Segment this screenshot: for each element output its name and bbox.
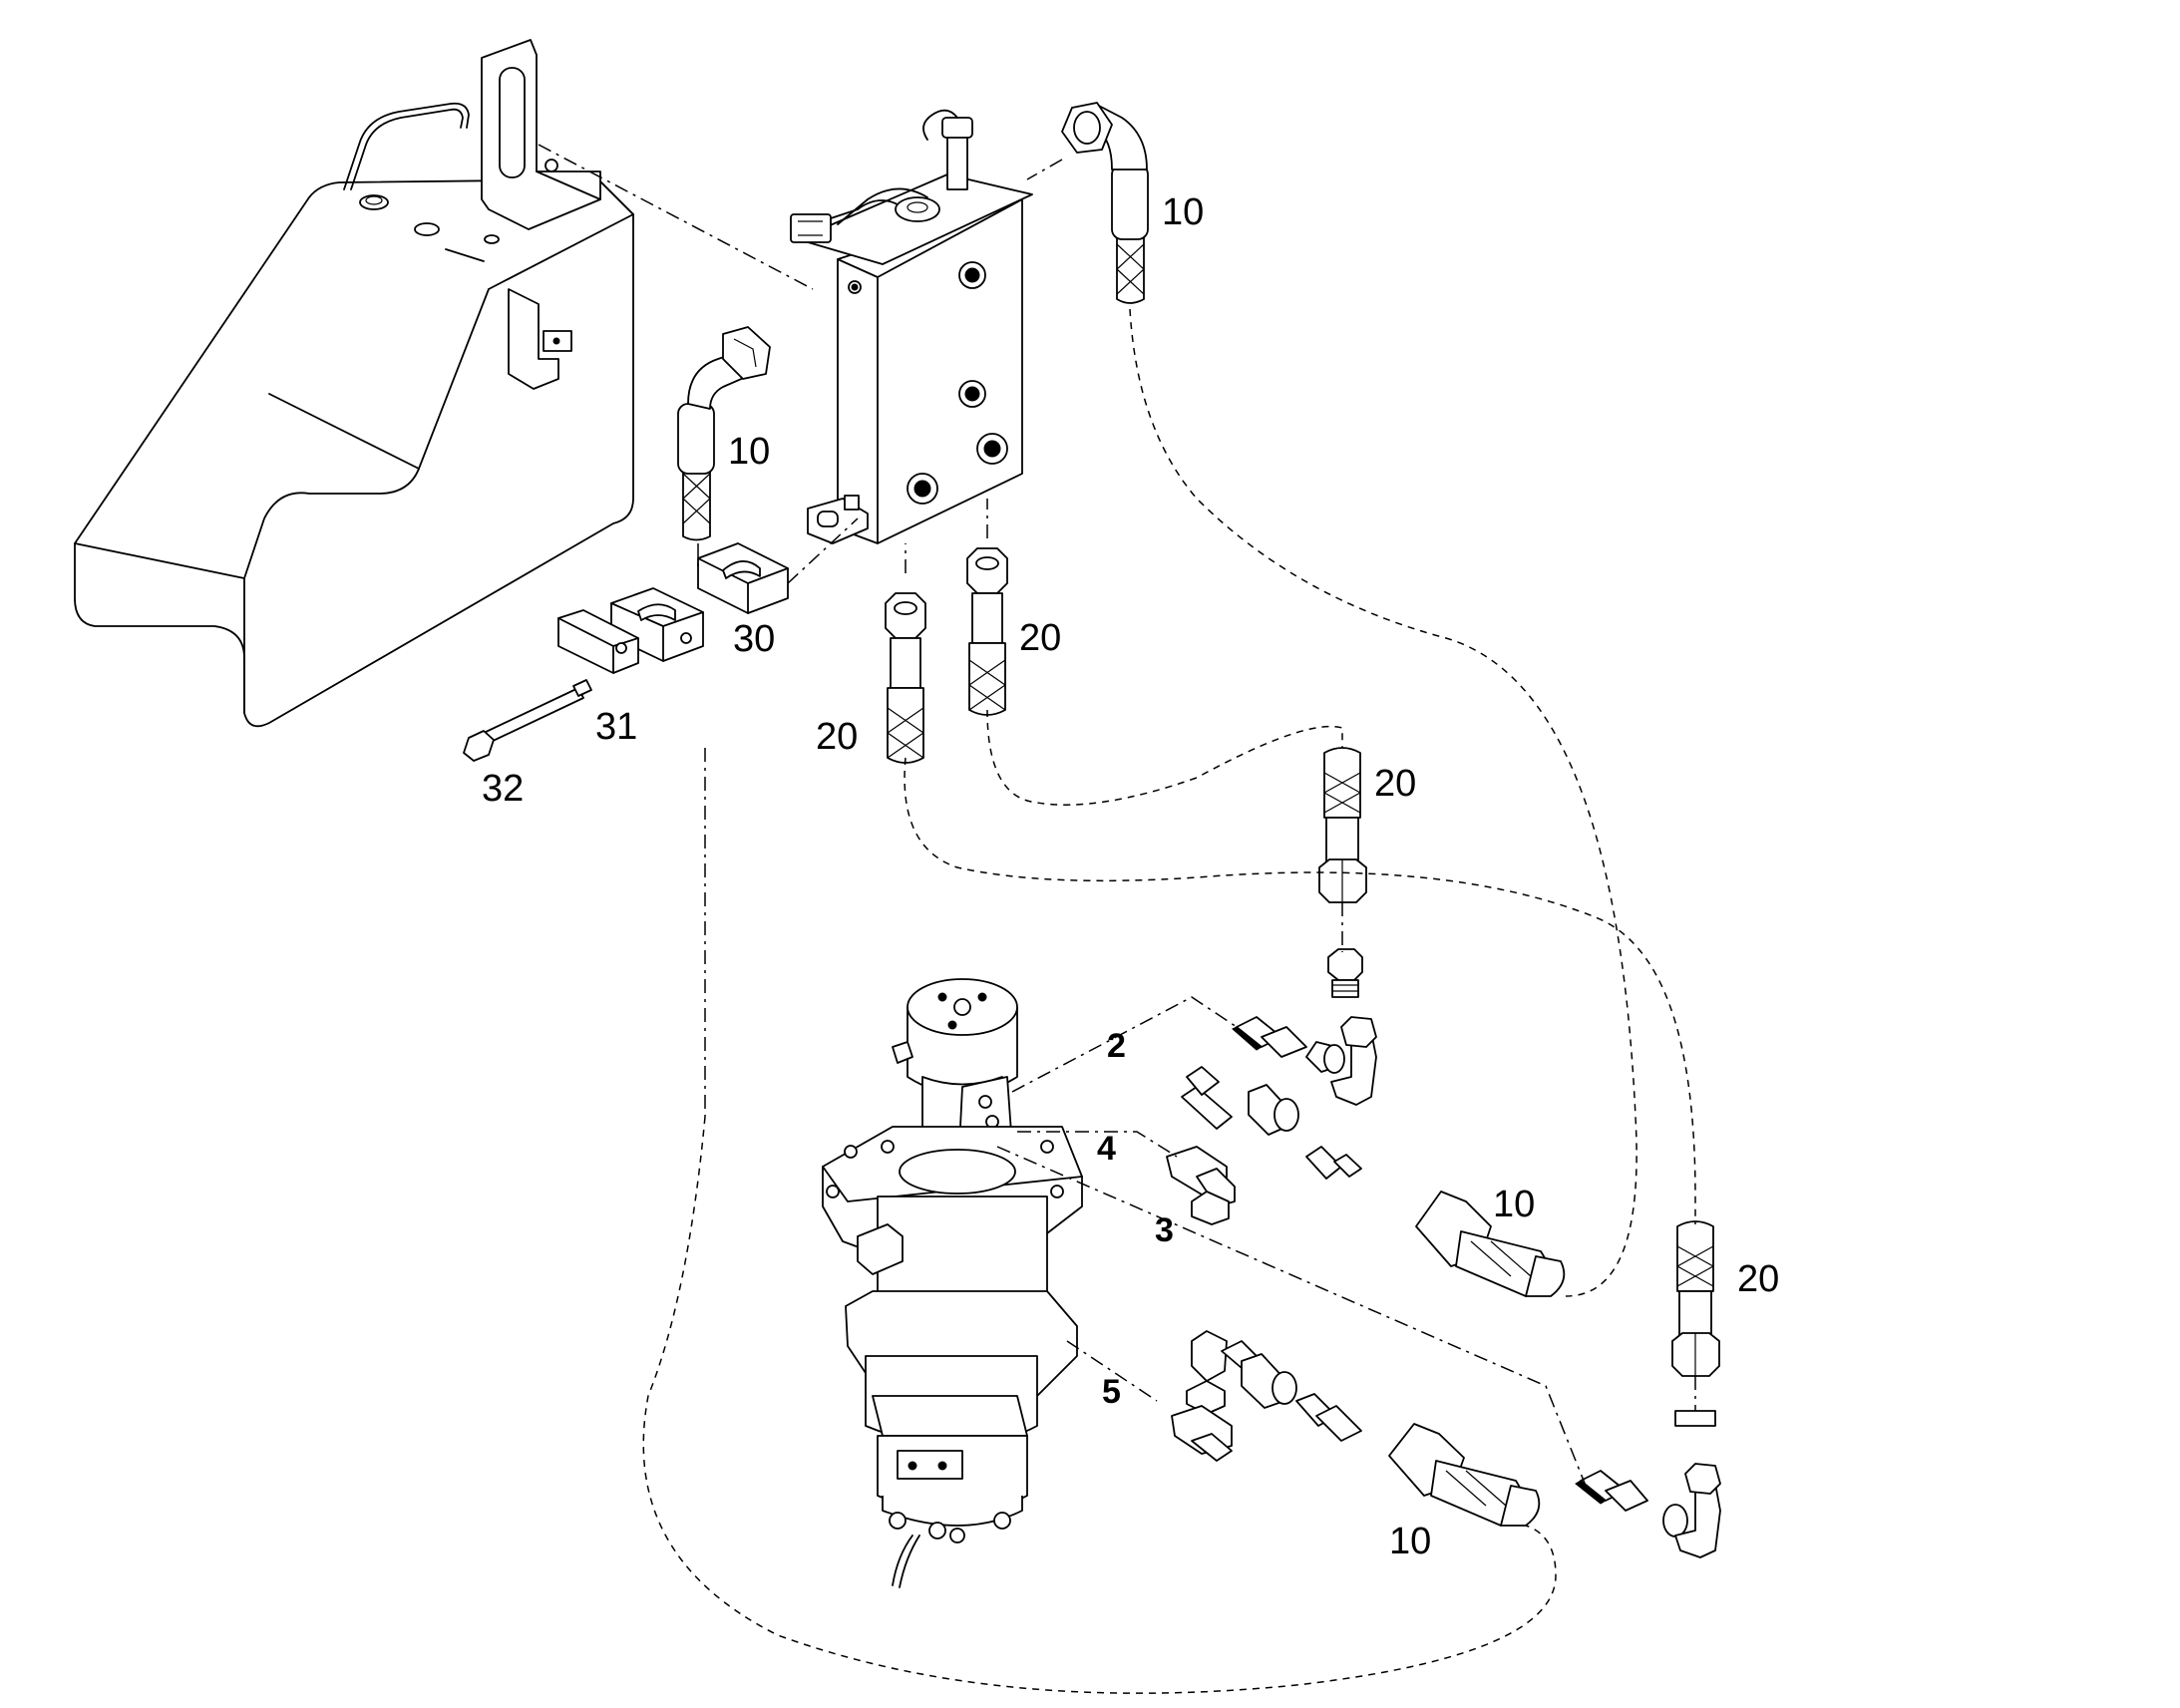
tank (74, 39, 634, 728)
callout-20-left-lower: 20 (816, 716, 858, 758)
callout-20-far-right: 20 (1737, 1258, 1779, 1300)
callout-port-2: 2 (1107, 1027, 1126, 1065)
callout-10-top-right: 10 (1162, 191, 1204, 233)
valve-block (790, 109, 1033, 544)
callout-30: 30 (733, 618, 775, 660)
clamp-assembly (463, 542, 789, 762)
connection-lines (538, 144, 1696, 1694)
hose-upper-left (677, 326, 771, 541)
callout-20-right-upper: 20 (1019, 617, 1061, 659)
hose-mid (1415, 1191, 1566, 1297)
callout-20-mid-right: 20 (1374, 763, 1416, 805)
callout-10-low: 10 (1389, 1521, 1431, 1562)
callout-10-mid: 10 (1493, 1184, 1535, 1225)
fitting-right-upper (966, 547, 1008, 716)
callout-port-5: 5 (1102, 1373, 1121, 1411)
callout-10-upper-left: 10 (728, 431, 770, 473)
hose-top-right (1061, 102, 1149, 304)
port-fittings (1166, 948, 1721, 1558)
motor-assembly (822, 978, 1083, 1588)
callout-32: 32 (482, 768, 524, 810)
hose-low (1388, 1423, 1541, 1527)
fitting-far-right (1671, 1220, 1720, 1377)
callout-port-3: 3 (1155, 1211, 1174, 1249)
callouts: 10 10 20 20 20 20 30 31 32 2 4 3 5 10 10 (482, 191, 1779, 1562)
callout-port-4: 4 (1097, 1130, 1116, 1168)
fitting-left-lower (885, 592, 926, 764)
fitting-mid-right (1318, 747, 1367, 903)
callout-31: 31 (595, 706, 637, 748)
